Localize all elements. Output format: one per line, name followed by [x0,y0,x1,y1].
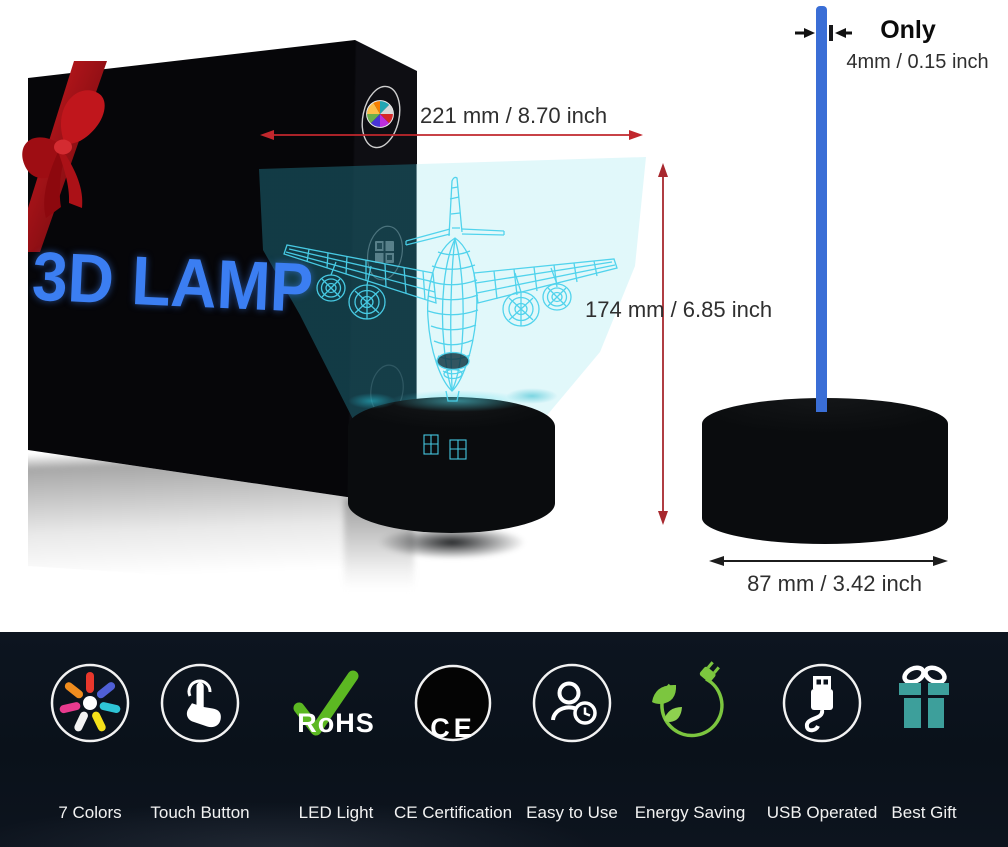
panel-slot-glow [388,390,528,412]
width-dimension-label: 221 mm / 8.70 inch [420,103,608,128]
leaf-plug-icon [652,661,724,738]
feature-label: USB Operated [766,803,878,822]
feature-best-gift: Best Gift [849,660,999,830]
feature-7-colors: 7 Colors [15,660,165,830]
ce-mark-icon [414,664,492,742]
feature-usb-operated: USB Operated [747,660,897,830]
rohs-check-icon [293,670,359,736]
panel-edge-side-view [816,6,827,412]
base-rim-glow-right [506,388,558,404]
base-dimension-label: 87 mm / 3.42 inch [747,571,922,596]
color-wheel-logo-icon [361,85,401,149]
thickness-dimension-label: 4mm / 0.15 inch [846,51,989,73]
base-rim-glow-left [348,393,396,409]
thickness-title-label: Only [880,16,936,44]
ce-badge: CE [430,713,476,743]
feature-touch-button: Touch Button [125,660,275,830]
color-wheel-icon [50,663,130,743]
ribbon-bow-icon [22,61,107,252]
feature-label: CE Certification [393,803,513,822]
gift-box-icon [899,665,949,728]
side-view-base [702,398,948,544]
height-dimension-label: 174 mm / 6.85 inch [585,297,773,322]
feature-label: 7 Colors [58,803,122,822]
dimension-arrows [260,28,948,566]
touch-button-icon [160,663,240,743]
airplane-wireframe-icon [283,176,618,460]
features-banner: 7 Colors Touch Button RoHS LED Light CE [0,632,1008,847]
feature-label: Energy Saving [634,803,746,822]
feature-ce-certification: CE CE Certification [378,660,528,830]
lamp-base [348,397,555,533]
feature-led-light: RoHS LED Light [261,660,411,830]
thickness-tick [829,25,833,41]
feature-label: Touch Button [150,803,250,822]
feature-energy-saving: Energy Saving [615,660,765,830]
person-clock-icon [532,663,612,743]
feature-label: LED Light [298,803,374,822]
feature-label: Best Gift [891,803,957,822]
feature-label: Easy to Use [526,803,618,822]
feature-easy-to-use: Easy to Use [497,660,647,830]
usb-plug-icon [782,663,862,743]
rohs-badge: RoHS [297,708,375,738]
